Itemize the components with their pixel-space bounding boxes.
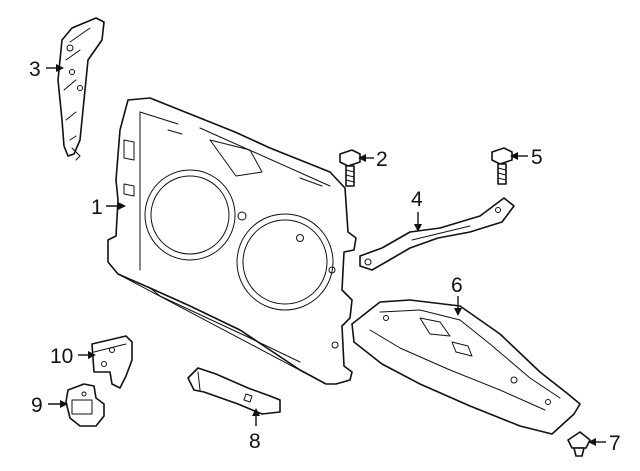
callout-4: 4 [411,188,423,211]
callout-9: 9 [31,394,43,417]
callout-6: 6 [451,274,463,297]
callout-8: 8 [249,430,261,453]
part-5-bolt [491,147,513,185]
part-9-bracket [65,383,105,427]
callout-10: 10 [50,345,73,368]
part-7-clip [567,431,591,457]
part-10-bracket [91,335,133,389]
part-6-lower-cover [351,299,581,435]
callout-2: 2 [376,148,388,171]
callout-1: 1 [91,196,103,219]
part-4-upper-stay [359,197,515,271]
part-2-bolt [339,149,361,187]
part-8-bracket [187,367,281,415]
callout-7: 7 [609,432,621,455]
callout-3: 3 [29,58,41,81]
part-1-radiator-support [107,97,357,385]
callout-5: 5 [531,146,543,169]
part-3-side-bracket [57,17,105,161]
